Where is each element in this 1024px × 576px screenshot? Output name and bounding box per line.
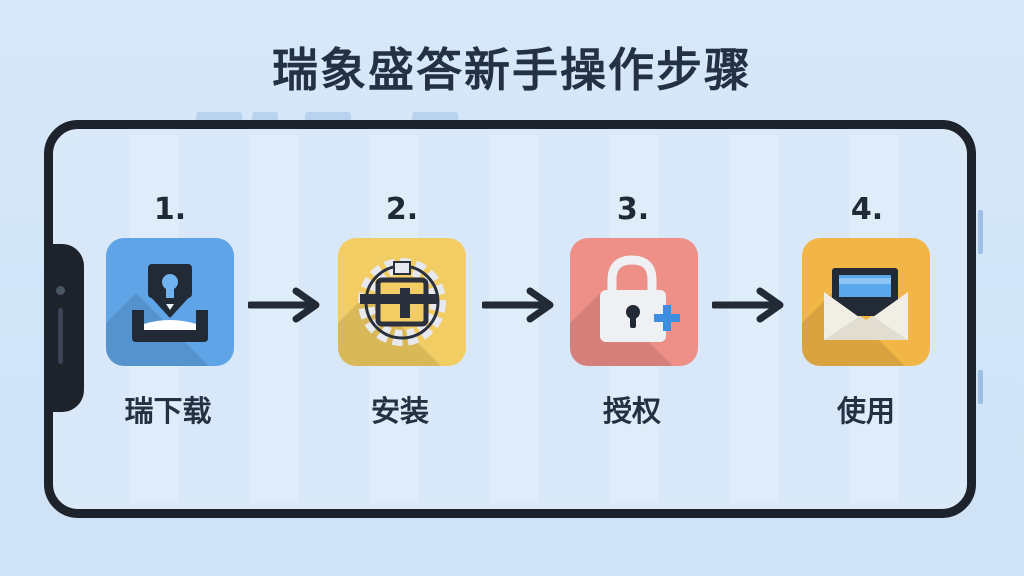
step-3-number: 3. [616, 192, 650, 227]
phone-side-button [978, 210, 983, 254]
phone-side-button [978, 370, 983, 404]
step-3-tile[interactable] [570, 238, 698, 366]
arrow-right-icon [482, 287, 554, 323]
step-1-number: 1. [153, 192, 187, 227]
step-2-number: 2. [385, 192, 419, 227]
lock-plus-icon [600, 255, 680, 342]
step-4-label: 使用 [836, 394, 895, 428]
envelope-icon [824, 268, 908, 340]
step-4-tile[interactable] [802, 238, 930, 366]
step-2-tile[interactable] [338, 238, 466, 366]
step-4-number: 4. [850, 192, 884, 227]
download-icon [132, 264, 208, 342]
camera-dot [56, 286, 65, 295]
speaker-bar [58, 308, 63, 364]
step-1-tile[interactable] [106, 238, 234, 366]
step-1-label: 瑞下载 [124, 394, 212, 428]
arrow-right-icon [248, 287, 320, 323]
install-gear-icon [358, 258, 446, 346]
step-2-label: 安装 [370, 394, 429, 428]
phone-notch [44, 244, 84, 412]
page-title: 瑞象盛答新手操作步骤 [272, 43, 752, 97]
step-3-label: 授权 [602, 394, 661, 428]
arrow-right-icon [712, 287, 784, 323]
